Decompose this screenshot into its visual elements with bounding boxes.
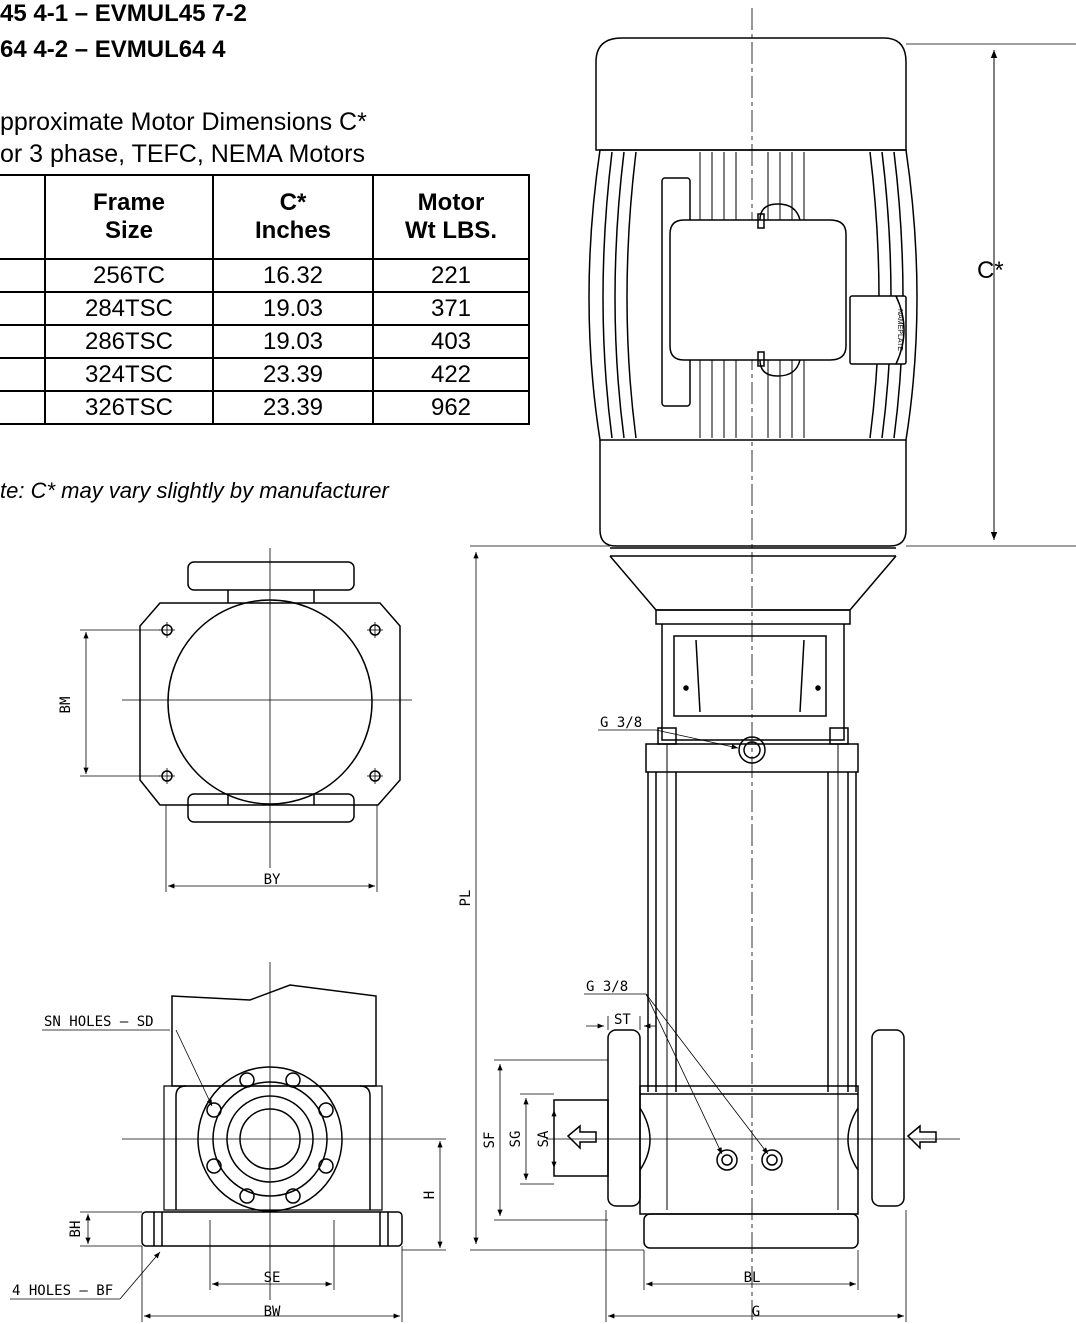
pump-top-view (80, 548, 412, 892)
label-g: G (752, 1304, 760, 1320)
title-line-2: 64 4-2 – EVMUL64 4 (0, 36, 226, 63)
label-sf: SF (482, 1132, 498, 1149)
table-note: te: C* may vary slightly by manufacturer (0, 478, 389, 503)
label-four-holes: 4 HOLES – BF (12, 1283, 113, 1299)
table-cell: 326TSC (44, 390, 214, 425)
table-cell: 371 (372, 291, 530, 326)
label-g38-lower: G 3/8 (586, 979, 628, 995)
subtitle-line-2: or 3 phase, TEFC, NEMA Motors (0, 140, 365, 168)
table-cell: 422 (372, 357, 530, 392)
label-se: SE (264, 1270, 281, 1286)
pump-front-view (546, 8, 960, 1320)
table-cell (0, 258, 46, 293)
table-cell (0, 390, 46, 425)
table-row: 324TSC 23.39 422 (0, 357, 530, 392)
label-sg: SG (508, 1131, 524, 1148)
table-cell: 284TSC (44, 291, 214, 326)
subtitle-line-1: pproximate Motor Dimensions C* (0, 108, 367, 136)
table-cell: 324TSC (44, 357, 214, 392)
table-cell: 16.32 (212, 258, 374, 293)
label-c-star: C* (977, 257, 1004, 284)
table-cell: 403 (372, 324, 530, 359)
table-cell: 23.39 (212, 390, 374, 425)
label-g38-top: G 3/8 (600, 715, 642, 731)
table-cell: 19.03 (212, 291, 374, 326)
pump-end-view (10, 962, 446, 1322)
front-view-dimensions (470, 43, 1076, 1322)
table-cell (0, 291, 46, 326)
table-cell (0, 357, 46, 392)
label-nameplate: NAMEPLATE (896, 309, 903, 351)
table-cell: 286TSC (44, 324, 214, 359)
label-bw: BW (264, 1304, 281, 1320)
table-cell (0, 324, 46, 359)
table-cell: 256TC (44, 258, 214, 293)
table-header: C*Inches (212, 174, 374, 260)
table-row: 286TSC 19.03 403 (0, 324, 530, 359)
label-sn-holes: SN HOLES – SD (44, 1014, 154, 1030)
table-header (0, 174, 46, 260)
label-sa: SA (536, 1130, 552, 1147)
label-bm: BM (58, 697, 74, 714)
label-by: BY (264, 872, 281, 888)
label-bl: BL (744, 1270, 761, 1286)
label-st: ST (614, 1012, 631, 1028)
table-row: 284TSC 19.03 371 (0, 291, 530, 326)
title-line-1: 45 4-1 – EVMUL45 7-2 (0, 0, 247, 27)
table-row: 256TC 16.32 221 (0, 258, 530, 293)
table-cell: 23.39 (212, 357, 374, 392)
label-h: H (422, 1191, 438, 1199)
table-cell: 221 (372, 258, 530, 293)
label-bh: BH (68, 1221, 84, 1238)
table-cell: 19.03 (212, 324, 374, 359)
table-cell: 962 (372, 390, 530, 425)
table-row: 326TSC 23.39 962 (0, 390, 530, 425)
label-pl: PL (458, 890, 474, 907)
